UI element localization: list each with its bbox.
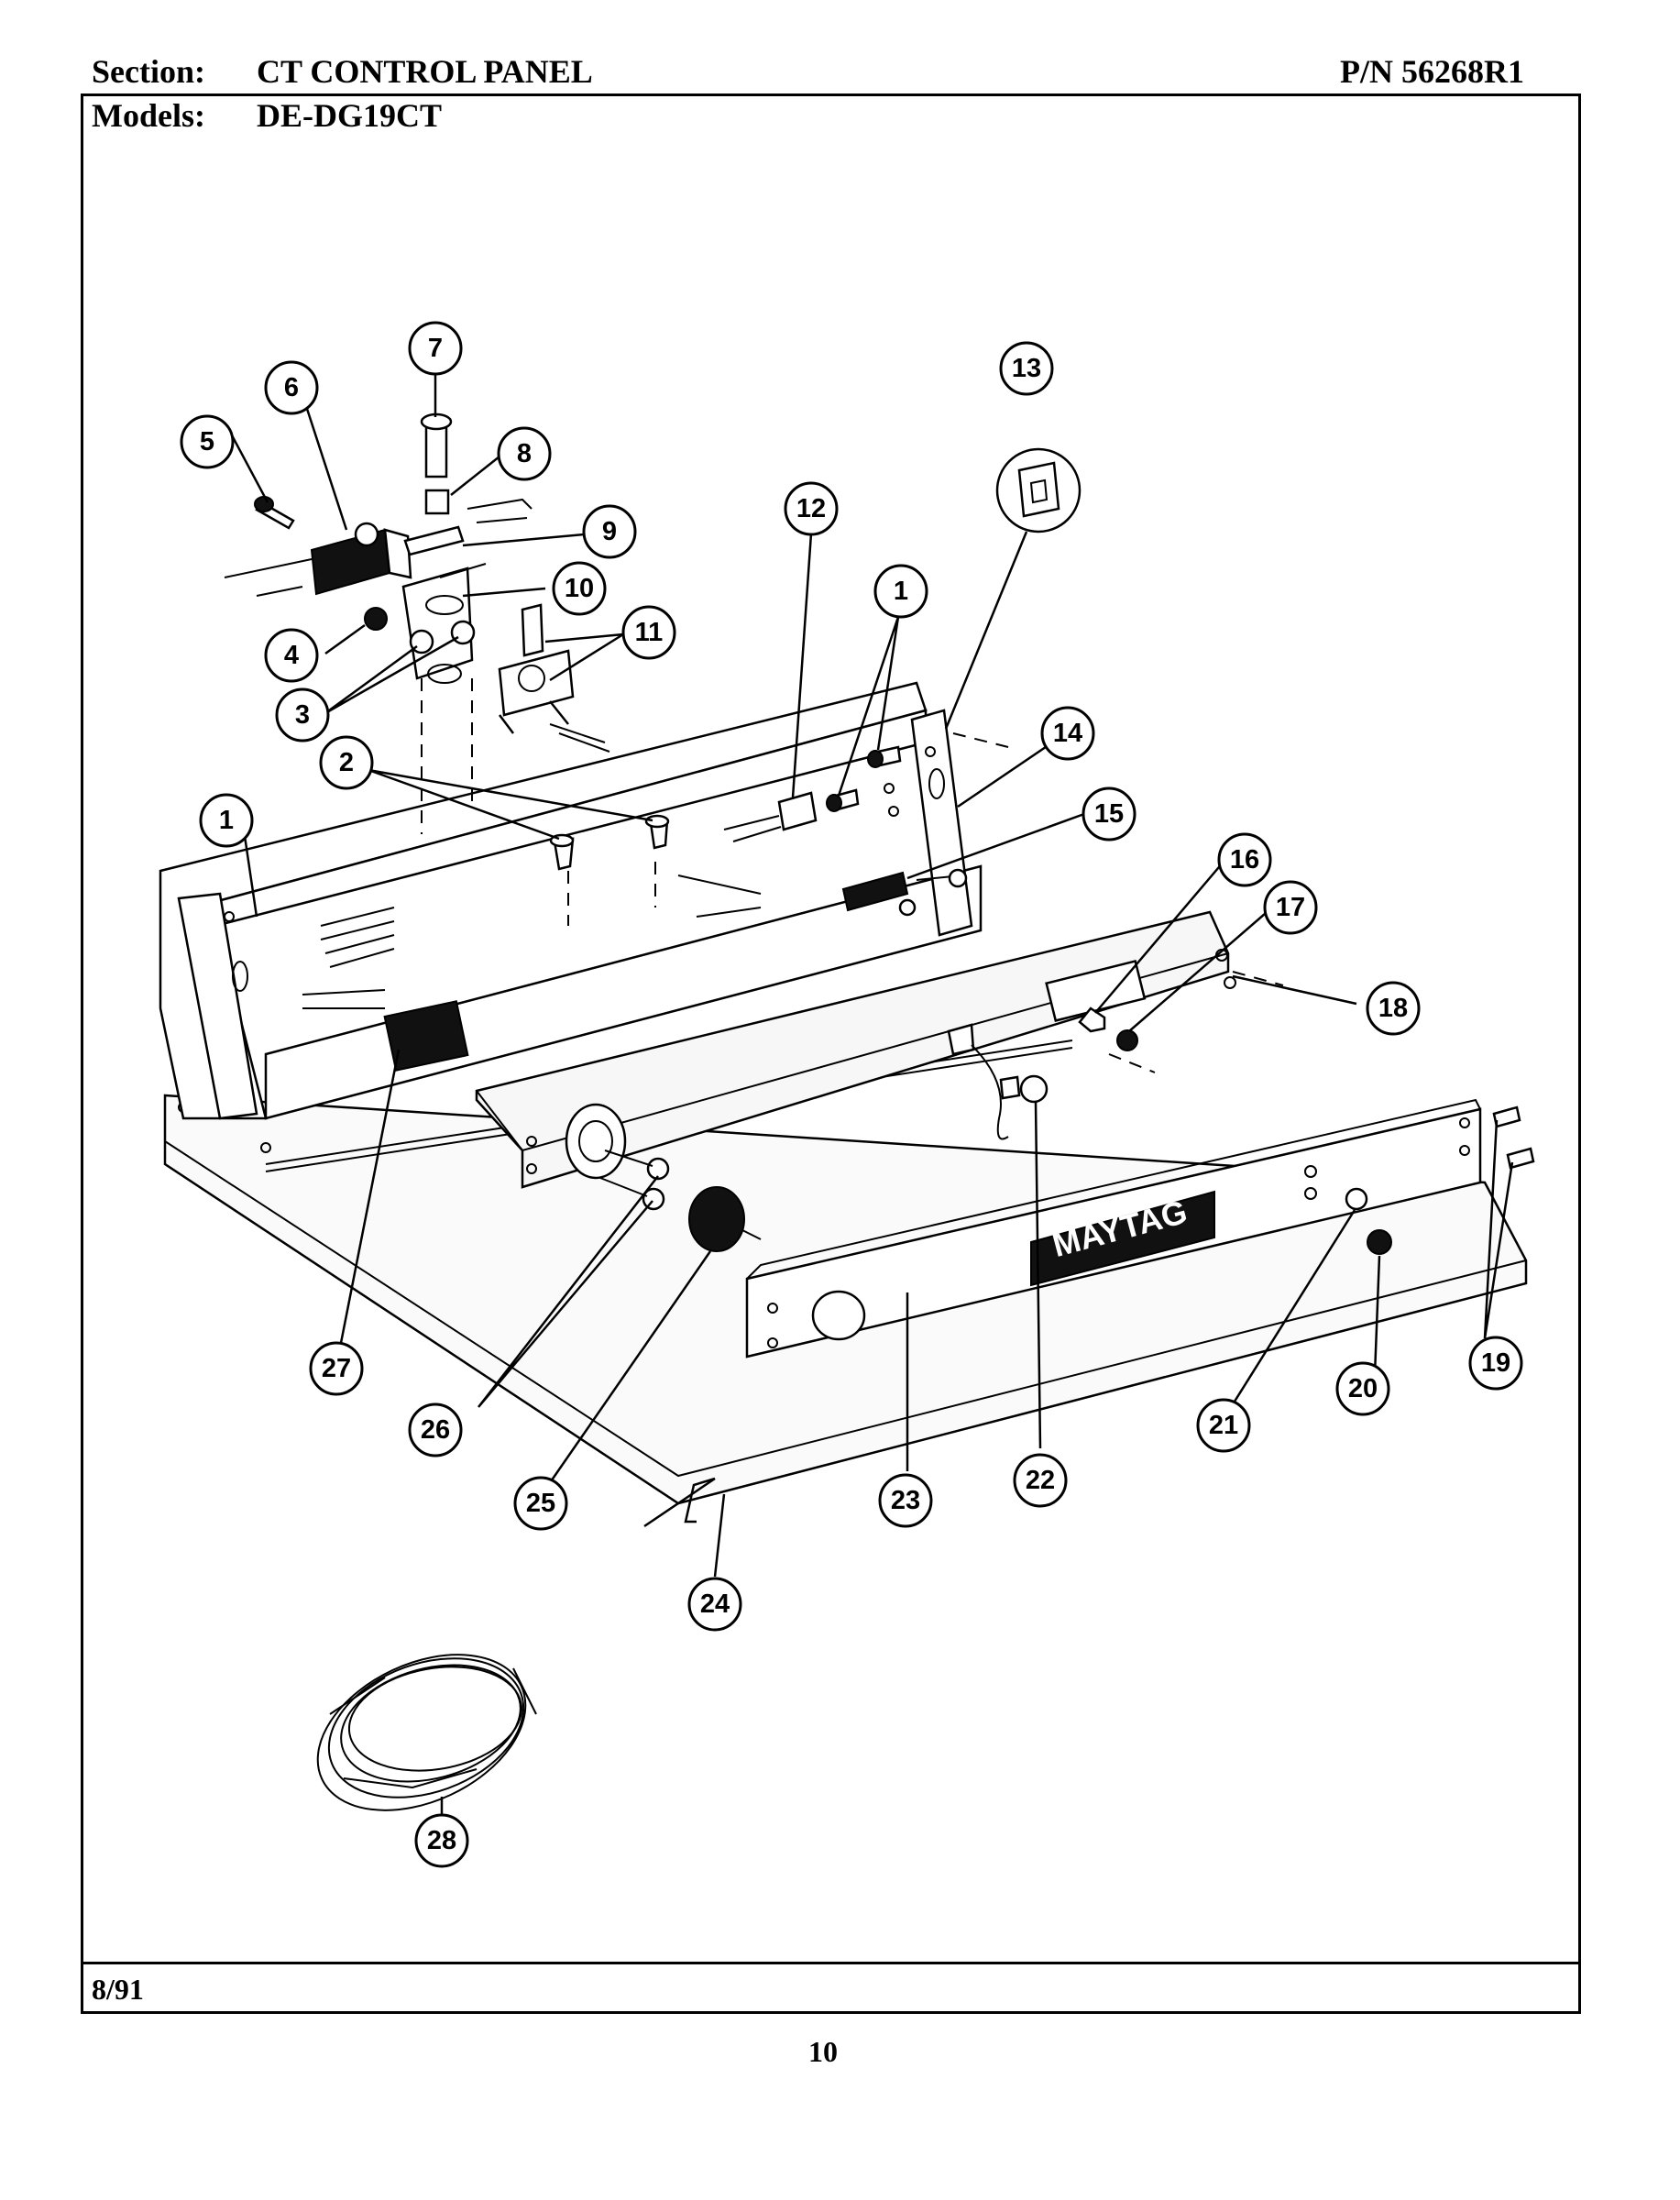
callout-number: 14 bbox=[1053, 719, 1082, 748]
page-number: 10 bbox=[808, 2035, 838, 2068]
callout-6: 6 bbox=[264, 360, 319, 415]
callout-number: 12 bbox=[796, 494, 826, 523]
callout-9: 9 bbox=[582, 504, 637, 559]
callout-27: 27 bbox=[309, 1341, 364, 1396]
callout-number: 13 bbox=[1012, 354, 1041, 383]
callout-25: 25 bbox=[513, 1476, 568, 1531]
timer-knob bbox=[688, 1186, 762, 1252]
callout-10: 10 bbox=[552, 561, 607, 616]
callout-5: 5 bbox=[180, 414, 235, 469]
callout-number: 9 bbox=[602, 517, 617, 546]
callout-15: 15 bbox=[1082, 786, 1136, 842]
callout-number: 23 bbox=[891, 1486, 920, 1515]
callout-number: 19 bbox=[1481, 1348, 1510, 1378]
callout-number: 16 bbox=[1230, 845, 1259, 874]
callout-number: 3 bbox=[295, 700, 310, 730]
callout-28: 28 bbox=[414, 1813, 469, 1868]
callout-number: 28 bbox=[427, 1826, 456, 1855]
callout-11: 11 bbox=[621, 605, 676, 660]
right-components bbox=[947, 1006, 1535, 1255]
callout-number: 8 bbox=[517, 439, 532, 468]
callout-number: 1 bbox=[894, 577, 908, 606]
callout-number: 10 bbox=[565, 574, 594, 603]
callout-number: 6 bbox=[284, 373, 299, 402]
callout-23: 23 bbox=[878, 1473, 933, 1528]
callout-13: 13 bbox=[999, 341, 1054, 396]
callout-1a: 1 bbox=[873, 564, 928, 619]
callout-number: 21 bbox=[1209, 1411, 1238, 1440]
callout-26: 26 bbox=[408, 1402, 463, 1458]
callout-7: 7 bbox=[408, 321, 463, 376]
footer-divider bbox=[81, 1962, 1581, 1964]
leader-lines bbox=[229, 373, 1514, 1829]
callout-number: 26 bbox=[421, 1415, 450, 1445]
indicator-lamps bbox=[599, 1150, 670, 1211]
callout-21: 21 bbox=[1196, 1398, 1251, 1453]
revision-date: 8/91 bbox=[92, 1973, 144, 2006]
callout-16: 16 bbox=[1217, 832, 1272, 887]
models-value: DE-DG19CT bbox=[257, 97, 443, 134]
callout-8: 8 bbox=[497, 426, 552, 481]
terminal-block bbox=[302, 907, 469, 1072]
callout-14: 14 bbox=[1040, 706, 1095, 761]
part-number: P/N 56268R1 bbox=[1340, 53, 1524, 90]
callout-number: 24 bbox=[700, 1590, 730, 1619]
section-label: Section: bbox=[92, 53, 205, 90]
callout-number: 11 bbox=[635, 618, 664, 647]
control-panel-front: MAYTAG bbox=[745, 1098, 1482, 1358]
callout-20: 20 bbox=[1335, 1361, 1390, 1416]
callout-number: 5 bbox=[200, 427, 214, 456]
callout-4: 4 bbox=[264, 628, 319, 683]
callout-24: 24 bbox=[687, 1577, 742, 1632]
section-value: CT CONTROL PANEL bbox=[257, 53, 593, 90]
callout-number: 17 bbox=[1276, 893, 1305, 922]
callout-2: 2 bbox=[319, 735, 374, 790]
switch-assembly-exploded bbox=[224, 412, 610, 753]
callout-number: 2 bbox=[339, 748, 354, 777]
callout-22: 22 bbox=[1013, 1453, 1068, 1508]
callout-number: 1 bbox=[219, 806, 234, 835]
callout-number: 4 bbox=[284, 641, 299, 670]
callout-17: 17 bbox=[1263, 880, 1318, 935]
callout-number: 25 bbox=[526, 1489, 555, 1518]
diagram-frame bbox=[81, 94, 1581, 2014]
callout-number: 7 bbox=[428, 334, 443, 363]
callout-1b: 1 bbox=[199, 793, 254, 848]
callout-number: 27 bbox=[322, 1354, 351, 1383]
console-back-guard bbox=[475, 910, 1236, 1189]
callout-number: 22 bbox=[1026, 1466, 1055, 1495]
callout-3: 3 bbox=[275, 688, 330, 742]
models-label: Models: bbox=[92, 97, 205, 134]
center-components bbox=[549, 447, 1082, 918]
callout-number: 18 bbox=[1378, 994, 1408, 1023]
callout-12: 12 bbox=[784, 481, 839, 536]
callout-number: 15 bbox=[1094, 799, 1124, 829]
assembly-line-6 bbox=[1232, 971, 1284, 986]
assembly-line-5 bbox=[952, 732, 1009, 748]
callout-18: 18 bbox=[1366, 981, 1421, 1036]
wire-harness bbox=[316, 1654, 537, 1811]
assembly-line-7 bbox=[1108, 1053, 1156, 1073]
callout-19: 19 bbox=[1468, 1336, 1523, 1391]
callout-number: 20 bbox=[1348, 1374, 1378, 1403]
